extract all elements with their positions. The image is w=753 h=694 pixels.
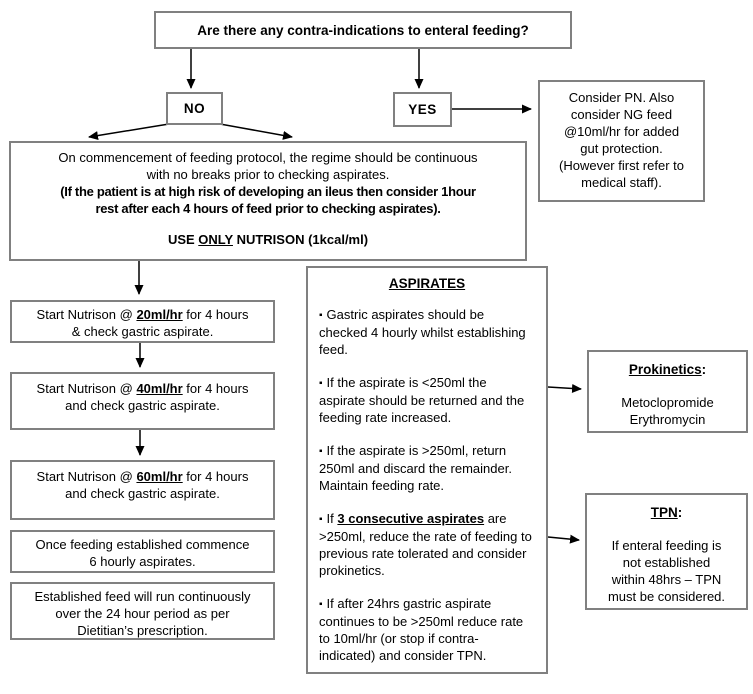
aspirates-bullet: ▪If the aspirate is <250ml the aspirate … — [319, 375, 525, 425]
feed-step-line2: & check gastric aspirate. — [71, 324, 214, 339]
use-only-nutrison-line: USE ONLY NUTRISON (1kcal/ml) — [167, 232, 369, 247]
aspirates-bullet: ▪If 3 consecutive aspirates are >250ml, … — [319, 511, 532, 578]
consider-pn-line: (However first refer to — [559, 158, 684, 173]
aspirates-bullet: ▪If after 24hrs gastric aspirate continu… — [319, 596, 524, 663]
arrow-no-to-protocol-right — [219, 123, 293, 140]
yes-box: YES — [393, 92, 452, 127]
once-established-box: Once feeding established commence 6 hour… — [10, 530, 275, 573]
established-feed-line: over the 24 hour period as per — [55, 606, 230, 621]
protocol-warning-line: rest after each 4 hours of feed prior to… — [95, 201, 441, 216]
feed-step-20ml-box: Start Nutrison @ 20ml/hr for 4 hours & c… — [10, 300, 275, 343]
question-box: Are there any contra-indications to ente… — [154, 11, 572, 49]
no-label: NO — [183, 101, 206, 116]
protocol-warning-line: (If the patient is at high risk of devel… — [60, 184, 476, 199]
prokinetics-box: Prokinetics: Metoclopromide Erythromycin — [587, 350, 748, 433]
prokinetic-drug: Erythromycin — [629, 412, 706, 427]
tpn-line: If enteral feeding is — [611, 538, 722, 553]
consider-pn-line: gut protection. — [580, 141, 663, 156]
tpn-line: not established — [622, 555, 711, 570]
tpn-line: must be considered. — [607, 589, 726, 604]
no-box: NO — [166, 92, 223, 125]
prokinetics-title: Prokinetics: — [628, 362, 707, 377]
bullet-square-icon: ▪ — [319, 446, 323, 457]
established-feed-line: Established feed will run continuously — [34, 589, 251, 604]
aspirates-bullet: ▪Gastric aspirates should be checked 4 h… — [319, 307, 526, 357]
feed-step-line2: and check gastric aspirate. — [65, 398, 220, 413]
bullet-square-icon: ▪ — [319, 378, 323, 389]
once-established-line: Once feeding established commence — [35, 537, 250, 552]
protocol-box: On commencement of feeding protocol, the… — [9, 141, 527, 261]
tpn-box: TPN: If enteral feeding is not establish… — [585, 493, 748, 610]
arrow-no-to-protocol-left — [88, 123, 170, 140]
yes-label: YES — [408, 102, 437, 117]
prokinetic-drug: Metoclopromide — [621, 395, 714, 410]
bullet-square-icon: ▪ — [319, 514, 323, 525]
consider-pn-box: Consider PN. Also consider NG feed @10ml… — [538, 80, 705, 202]
feed-step-line1: Start Nutrison @ 60ml/hr for 4 hours — [36, 469, 249, 484]
question-text: Are there any contra-indications to ente… — [197, 22, 529, 38]
feed-step-line1: Start Nutrison @ 20ml/hr for 4 hours — [36, 307, 249, 322]
protocol-line: with no breaks prior to checking aspirat… — [146, 167, 390, 182]
protocol-line: On commencement of feeding protocol, the… — [58, 150, 478, 165]
aspirates-bullet: ▪If the aspirate is >250ml, return 250ml… — [319, 443, 512, 493]
consider-pn-line: Consider PN. Also — [568, 90, 675, 105]
established-feed-box: Established feed will run continuously o… — [10, 582, 275, 640]
tpn-line: within 48hrs – TPN — [611, 572, 722, 587]
consider-pn-line: consider NG feed — [570, 107, 673, 122]
arrow-aspirates-to-tpn — [547, 534, 580, 544]
feed-step-60ml-box: Start Nutrison @ 60ml/hr for 4 hours and… — [10, 460, 275, 520]
consider-pn-line: @10ml/hr for added — [563, 124, 680, 139]
feed-step-line1: Start Nutrison @ 40ml/hr for 4 hours — [36, 381, 249, 396]
aspirates-title: ASPIRATES — [388, 276, 466, 291]
feed-step-40ml-box: Start Nutrison @ 40ml/hr for 4 hours and… — [10, 372, 275, 430]
feed-step-line2: and check gastric aspirate. — [65, 486, 220, 501]
bullet-square-icon: ▪ — [319, 599, 323, 610]
tpn-title: TPN: — [650, 505, 683, 520]
arrow-aspirates-to-prokinetics — [547, 383, 582, 393]
consider-pn-line: medical staff). — [581, 175, 662, 190]
once-established-line: 6 hourly aspirates. — [89, 554, 196, 569]
bullet-square-icon: ▪ — [319, 310, 323, 321]
aspirates-box: ASPIRATES ▪Gastric aspirates should be c… — [306, 266, 548, 674]
established-feed-line: Dietitian’s prescription. — [77, 623, 208, 638]
